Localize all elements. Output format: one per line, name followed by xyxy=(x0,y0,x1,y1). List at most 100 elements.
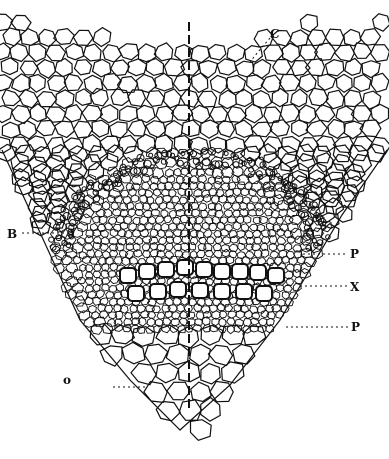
tissue-cell xyxy=(203,230,212,238)
label-o: o xyxy=(63,373,71,387)
tissue-cell xyxy=(237,182,245,189)
tissue-cell xyxy=(163,195,171,202)
tissue-cell xyxy=(102,284,109,292)
tissue-cell xyxy=(354,75,371,92)
tissue-cell xyxy=(20,61,38,75)
tissue-cell xyxy=(144,382,167,403)
tissue-cell xyxy=(76,89,92,105)
label-x: X xyxy=(350,280,360,294)
tissue-cell xyxy=(236,61,254,77)
tissue-cell xyxy=(326,60,344,76)
tissue-cell xyxy=(92,120,109,137)
tissue-cell xyxy=(46,107,66,122)
tissue-cell xyxy=(119,44,139,60)
thick-walled-cell xyxy=(190,151,196,157)
tissue-cell xyxy=(219,311,227,318)
tissue-cell xyxy=(317,136,337,152)
tissue-cell xyxy=(130,305,137,313)
tissue-cell xyxy=(227,318,235,325)
tissue-cell xyxy=(173,182,181,189)
tissue-cell xyxy=(256,209,264,216)
thick-walled-cell xyxy=(149,153,153,157)
tissue-cell xyxy=(172,196,180,203)
tissue-cell xyxy=(295,277,303,284)
tissue-cell xyxy=(211,196,219,204)
tissue-cell xyxy=(48,76,66,92)
tissue-cell xyxy=(21,29,39,46)
tissue-cell xyxy=(252,230,261,237)
tissue-cell xyxy=(227,44,245,61)
xylem-vessel xyxy=(139,264,155,279)
tissue-cell xyxy=(273,60,291,75)
tissue-cell xyxy=(94,264,102,271)
tissue-cell xyxy=(247,75,265,91)
thick-walled-cell xyxy=(224,152,228,156)
tissue-cell xyxy=(344,90,362,107)
tissue-cell xyxy=(82,105,102,121)
tissue-cell xyxy=(241,188,249,196)
tissue-cell xyxy=(165,298,173,306)
tissue-cell xyxy=(102,201,110,210)
tissue-cell xyxy=(177,223,185,230)
tissue-cell xyxy=(227,217,236,224)
tissue-cell xyxy=(46,45,66,61)
tissue-cell xyxy=(100,136,120,152)
tissue-cell xyxy=(147,318,155,326)
tissue-cell xyxy=(205,299,213,307)
tissue-cell xyxy=(251,196,260,203)
tissue-cell xyxy=(217,59,236,75)
tissue-cell xyxy=(164,216,172,223)
tissue-cell xyxy=(0,75,13,91)
tissue-cell xyxy=(328,119,345,138)
tissue-cell xyxy=(111,89,129,106)
tissue-cell xyxy=(166,243,174,251)
tissue-cell xyxy=(232,203,241,211)
tissue-cell xyxy=(202,190,210,197)
tissue-cell xyxy=(145,344,168,364)
xylem-vessel xyxy=(214,264,230,279)
tissue-cell xyxy=(54,29,75,45)
label-p-lower: P xyxy=(351,320,360,334)
tissue-cell xyxy=(85,236,94,243)
tissue-cell xyxy=(93,271,101,278)
tissue-cell xyxy=(277,237,286,245)
xylem-vessel xyxy=(128,286,144,301)
tissue-cell xyxy=(308,30,326,46)
tissue-cell xyxy=(156,363,179,382)
thick-walled-cell xyxy=(178,160,184,166)
tissue-cell xyxy=(190,344,211,366)
tissue-cell xyxy=(351,106,371,122)
tissue-cell xyxy=(1,58,18,75)
tissue-cell xyxy=(154,43,172,61)
xylem-vessel xyxy=(232,264,248,279)
tissue-cell xyxy=(276,218,284,225)
tissue-cell xyxy=(36,120,55,135)
tissue-cell xyxy=(73,269,83,280)
tissue-cell xyxy=(128,90,146,107)
tissue-cell xyxy=(360,120,381,137)
tissue-cell xyxy=(66,44,84,60)
thick-walled-cell xyxy=(233,162,239,168)
tissue-cell xyxy=(29,75,45,93)
tissue-cell xyxy=(321,224,339,242)
xylem-vessel xyxy=(250,265,266,280)
tissue-cell xyxy=(318,74,336,90)
tissue-cell xyxy=(93,28,111,47)
tissue-cell xyxy=(166,344,188,365)
tissue-cell xyxy=(180,215,188,223)
tissue-cell xyxy=(233,344,255,364)
tissue-cell xyxy=(371,73,389,92)
tissue-cell xyxy=(128,120,146,136)
tissue-cell xyxy=(174,168,182,176)
tissue-cell xyxy=(2,122,20,138)
tissue-cell xyxy=(181,297,188,305)
tissue-cell xyxy=(110,229,118,237)
tissue-cell xyxy=(198,203,206,211)
tissue-cell xyxy=(142,182,150,190)
tissue-cell xyxy=(228,311,237,318)
tissue-cell xyxy=(33,147,51,163)
tissue-cell xyxy=(101,105,118,123)
tissue-cell xyxy=(29,44,46,62)
